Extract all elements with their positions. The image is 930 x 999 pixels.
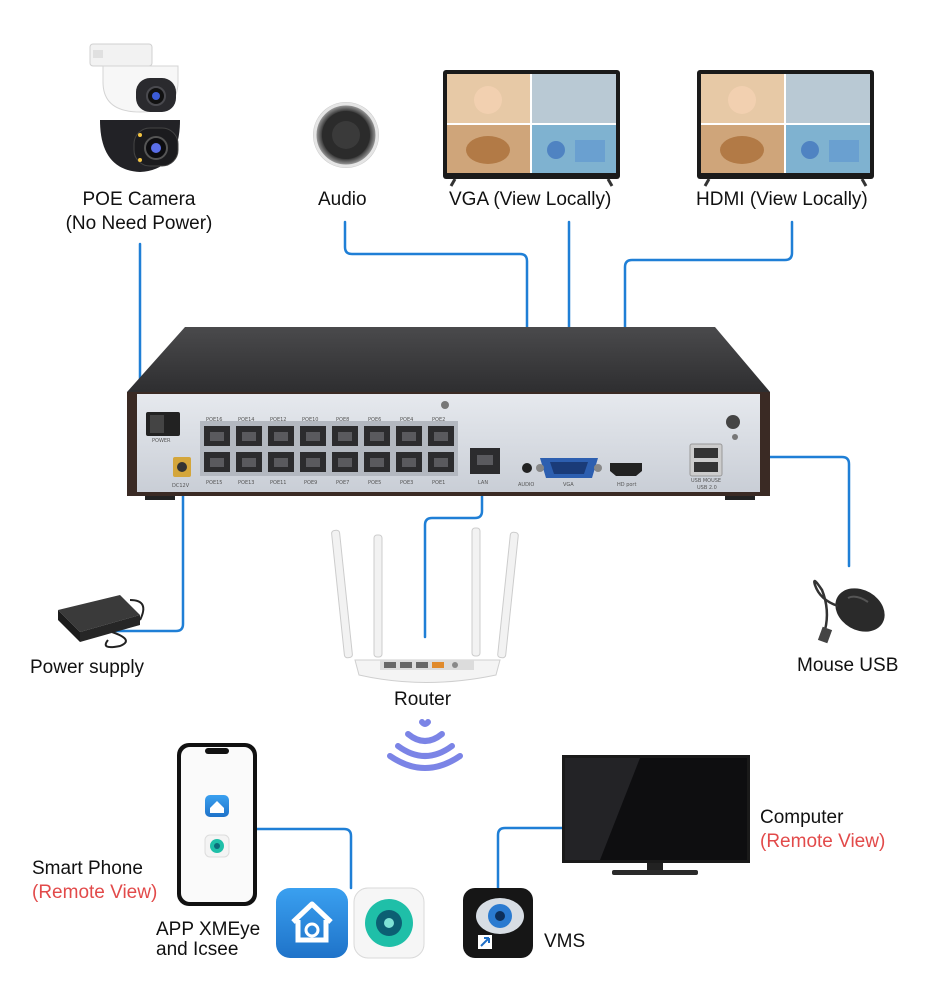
- audio-line: [343, 220, 529, 464]
- poe-camera-subtitle: (No Need Power): [65, 213, 213, 234]
- connector-lines: [110, 220, 851, 892]
- nvr-port-label: POE9: [304, 480, 317, 486]
- nvr-port-label: POE2: [432, 417, 445, 423]
- nvr-port-label: POE3: [400, 480, 413, 486]
- phone-line: [252, 827, 353, 890]
- audio-label: Audio: [318, 189, 367, 210]
- nvr-lan-label: LAN: [478, 480, 488, 486]
- nvr-hdmi-label: HD port: [617, 482, 636, 488]
- router-icon: [331, 527, 519, 683]
- power-adapter-icon: [58, 595, 145, 649]
- nvr-usb2-label: USB 2.0: [697, 485, 717, 491]
- xmeye-app-icon: [276, 888, 348, 958]
- nvr-port-label: POE4: [400, 417, 413, 423]
- hdmi-monitor-icon: [697, 70, 874, 187]
- nvr-port-label: POE12: [270, 417, 286, 423]
- power-supply-label: Power supply: [30, 657, 145, 678]
- computer-label: Computer: [760, 807, 844, 828]
- computer-monitor-icon: [562, 755, 750, 875]
- hdmi-port: [610, 463, 642, 476]
- app-label: APP XMEye and Icsee: [156, 920, 260, 960]
- app-label-line1: APP XMEye: [156, 919, 261, 940]
- speaker-icon: [313, 102, 379, 168]
- mouse-usb-label: Mouse USB: [797, 655, 899, 676]
- nvr-usb-label: USB MOUSE: [691, 478, 721, 484]
- nvr-port-label: POE1: [432, 480, 445, 486]
- nvr-power-label: POWER: [152, 438, 171, 444]
- icsee-app-icon: [353, 887, 425, 959]
- hdmi-line: [623, 220, 794, 469]
- nvr-port-label: POE13: [238, 480, 254, 486]
- nvr-audio-label: AUDIO: [518, 482, 534, 488]
- audio-jack: [522, 463, 532, 473]
- app-label-line2: and Icsee: [156, 939, 239, 960]
- poe-camera-label: POE Camera (No Need Power): [54, 188, 224, 236]
- wifi-icon: [387, 719, 463, 771]
- vga-monitor-icon: [443, 70, 620, 187]
- computer-remote-label: (Remote View): [760, 831, 886, 852]
- power-line: [110, 468, 185, 633]
- nvr-port-label: POE7: [336, 480, 349, 486]
- vga-label: VGA (View Locally): [449, 189, 612, 210]
- poe-camera-icon: [89, 43, 180, 172]
- nvr-port-label: POE14: [238, 417, 254, 423]
- nvr-port-label: POE8: [336, 417, 349, 423]
- nvr-port-labels: POWER DC12V POE16 POE14 POE12 POE10 POE8…: [152, 417, 721, 491]
- nvr-port-label: POE15: [206, 480, 222, 486]
- router-line: [423, 460, 484, 639]
- smart-phone-remote-label: (Remote View): [32, 882, 158, 903]
- smart-phone-label: Smart Phone: [32, 858, 143, 879]
- nvr-port-label: POE5: [368, 480, 381, 486]
- mouse-line: [712, 455, 851, 568]
- vms-app-icon: [463, 888, 533, 958]
- nvr-port-label: POE16: [206, 417, 222, 423]
- smartphone-icon: [177, 743, 257, 906]
- nvr-dc-label: DC12V: [172, 483, 190, 489]
- hdmi-label: HDMI (View Locally): [696, 189, 868, 210]
- nvr-device: [127, 327, 770, 500]
- mouse-icon: [813, 579, 885, 644]
- computer-line: [496, 826, 570, 892]
- vms-label: VMS: [544, 931, 586, 952]
- nvr-port-label: POE10: [302, 417, 318, 423]
- nvr-port-label: POE11: [270, 480, 286, 486]
- router-label: Router: [394, 689, 452, 710]
- poe-camera-title: POE Camera: [82, 189, 196, 210]
- nvr-vga-label: VGA: [563, 482, 574, 488]
- nvr-port-label: POE6: [368, 417, 381, 423]
